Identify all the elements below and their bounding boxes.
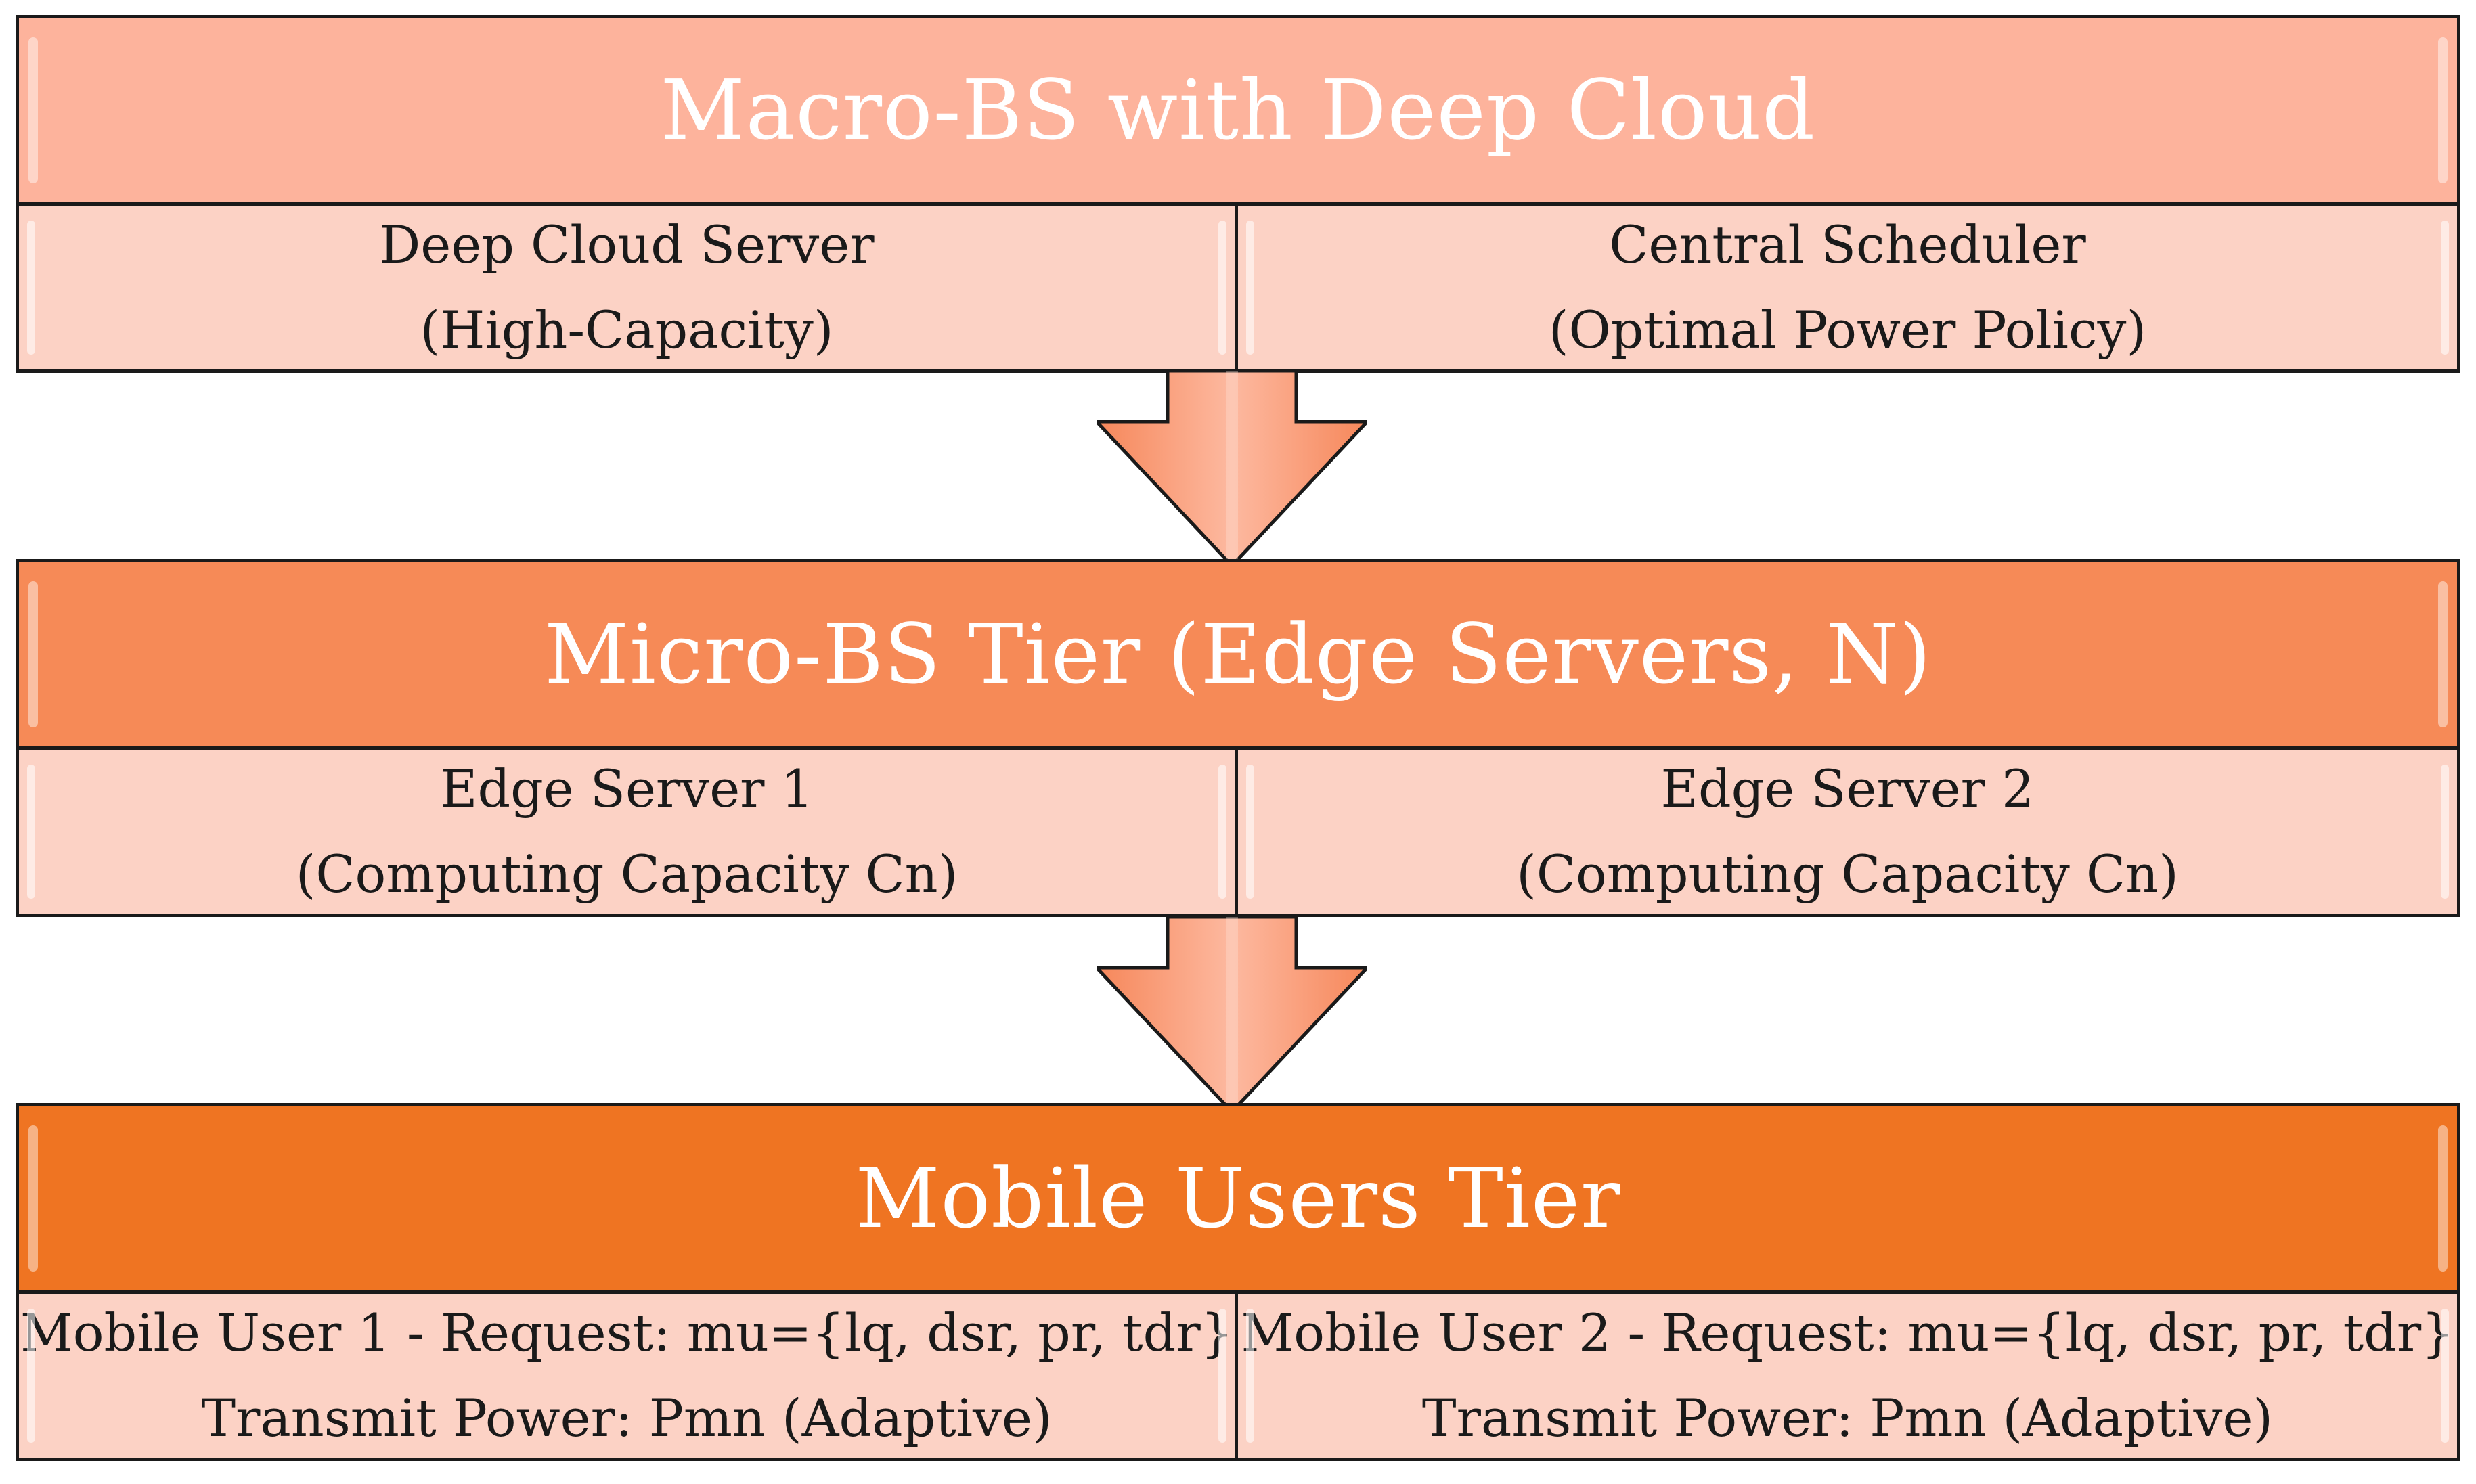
deep-cloud-server-label: Deep Cloud Server	[379, 215, 875, 275]
edge-server-2-label: Edge Server 2	[1660, 759, 2035, 819]
tier-mobile-users-header: Mobile Users Tier	[16, 1103, 2460, 1294]
tier-macro-bs-row: Deep Cloud Server (High-Capacity) Centra…	[16, 202, 2460, 373]
tier-micro-bs-header: Micro-BS Tier (Edge Servers, N)	[16, 559, 2460, 750]
mobile-user-2-box: Mobile User 2 - Request: mu={lq, dsr, pr…	[1238, 1290, 2460, 1461]
down-arrow-1	[1097, 371, 1367, 567]
edge-server-1-capacity: (Computing Capacity Cn)	[295, 844, 958, 904]
central-scheduler-box: Central Scheduler (Optimal Power Policy)	[1238, 202, 2460, 373]
tier-macro-bs-title: Macro-BS with Deep Cloud	[660, 62, 1816, 158]
mobile-user-1-box: Mobile User 1 - Request: mu={lq, dsr, pr…	[16, 1290, 1238, 1461]
central-scheduler-label: Central Scheduler	[1609, 215, 2086, 275]
tier-mobile-users-row: Mobile User 1 - Request: mu={lq, dsr, pr…	[16, 1290, 2460, 1461]
tier-mobile-users-title: Mobile Users Tier	[855, 1150, 1621, 1246]
mobile-user-1-power: Transmit Power: Pmn (Adaptive)	[201, 1388, 1053, 1448]
tier-micro-bs-row: Edge Server 1 (Computing Capacity Cn) Ed…	[16, 746, 2460, 917]
mobile-user-2-request: Mobile User 2 - Request: mu={lq, dsr, pr…	[1241, 1303, 2454, 1363]
down-arrow-2	[1097, 917, 1367, 1113]
edge-server-2-box: Edge Server 2 (Computing Capacity Cn)	[1238, 746, 2460, 917]
tier-micro-bs: Micro-BS Tier (Edge Servers, N) Edge Ser…	[16, 559, 2460, 919]
mobile-user-2-power: Transmit Power: Pmn (Adaptive)	[1421, 1388, 2274, 1448]
deep-cloud-server-capacity: (High-Capacity)	[420, 300, 834, 360]
tier-macro-bs-header: Macro-BS with Deep Cloud	[16, 15, 2460, 206]
edge-server-1-box: Edge Server 1 (Computing Capacity Cn)	[16, 746, 1238, 917]
edge-server-1-label: Edge Server 1	[439, 759, 814, 819]
tier-mobile-users: Mobile Users Tier Mobile User 1 - Reques…	[16, 1103, 2460, 1463]
central-scheduler-policy: (Optimal Power Policy)	[1548, 300, 2147, 360]
tier-macro-bs: Macro-BS with Deep Cloud Deep Cloud Serv…	[16, 15, 2460, 373]
mobile-user-1-request: Mobile User 1 - Request: mu={lq, dsr, pr…	[20, 1303, 1233, 1363]
edge-server-2-capacity: (Computing Capacity Cn)	[1516, 844, 2179, 904]
deep-cloud-server-box: Deep Cloud Server (High-Capacity)	[16, 202, 1238, 373]
tier-micro-bs-title: Micro-BS Tier (Edge Servers, N)	[544, 606, 1932, 702]
